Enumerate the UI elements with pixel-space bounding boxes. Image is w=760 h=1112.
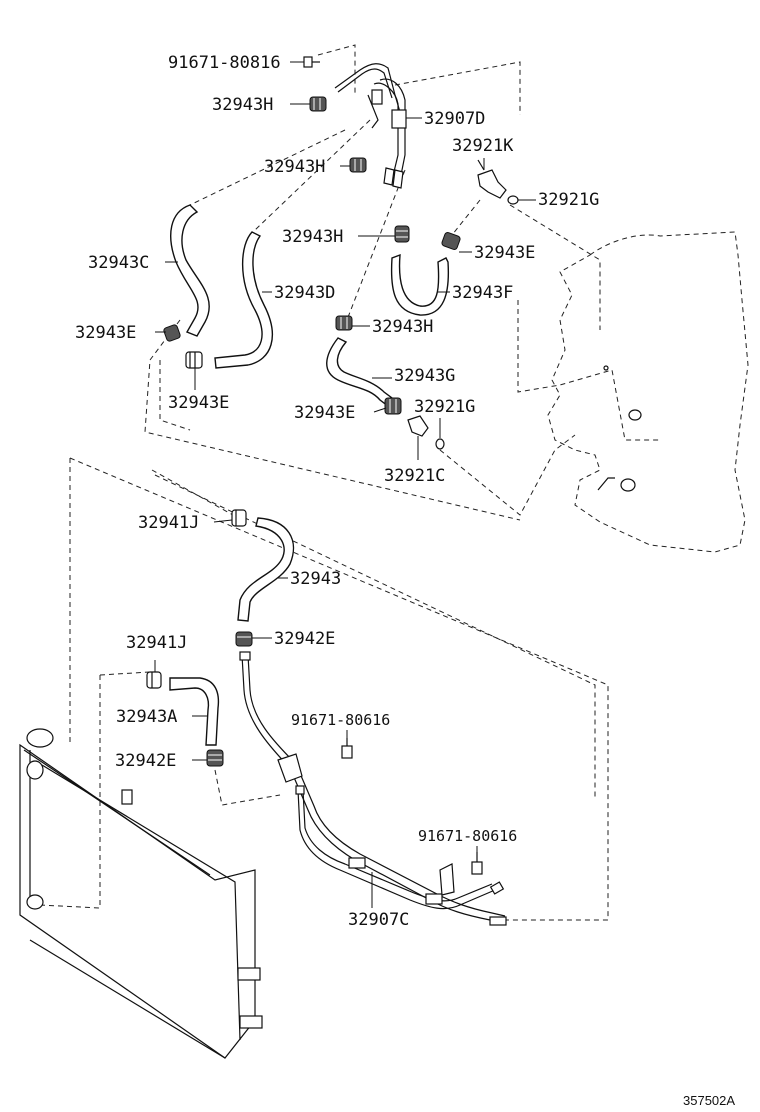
o-ring-32921g-top-icon xyxy=(507,195,519,205)
clamp-32943e-lower-icon xyxy=(384,397,402,415)
clamp-32943h-middle-icon xyxy=(349,157,367,173)
clamp-32943e-lower-left-icon xyxy=(185,351,203,369)
label-32921k: 32921K xyxy=(452,136,514,156)
bolt-91671-80816-icon xyxy=(303,56,320,68)
label-32943e-4: 32943E xyxy=(294,403,355,423)
label-32943g: 32943G xyxy=(394,366,455,386)
fitting-32921c-icon xyxy=(407,415,445,450)
label-32943h-2: 32943H xyxy=(264,157,325,177)
label-32943d: 32943D xyxy=(274,283,335,303)
hose-32943g xyxy=(326,337,393,408)
hose-32943f xyxy=(390,253,450,316)
bolt-91671-80616-lower-icon xyxy=(471,852,483,875)
diagram-code: 357502A xyxy=(683,1093,735,1108)
label-32907c: 32907C xyxy=(348,910,409,930)
label-32943e-3: 32943E xyxy=(168,393,229,413)
label-32941j-1: 32941J xyxy=(138,513,199,533)
radiator xyxy=(19,728,263,1059)
clamp-32943h-top-icon xyxy=(309,96,327,112)
label-32943e-2: 32943E xyxy=(75,323,136,343)
label-32943f: 32943F xyxy=(452,283,513,303)
label-91671-80616-2: 91671-80616 xyxy=(418,827,517,845)
clamp-32941j-top-icon xyxy=(231,509,247,527)
label-32942e-1: 32942E xyxy=(274,629,335,649)
label-32921c: 32921C xyxy=(384,466,445,486)
label-32907d: 32907D xyxy=(424,109,485,129)
part-labels: 91671-80816 32943H 32907D 32921K 32943H … xyxy=(75,53,735,1108)
label-32943e-1: 32943E xyxy=(474,243,535,263)
hose-32943a xyxy=(169,677,220,746)
label-32943a: 32943A xyxy=(116,707,177,727)
clamp-32943h-lower-icon xyxy=(335,315,353,331)
label-32941j-2: 32941J xyxy=(126,633,187,653)
engine-outline xyxy=(547,231,749,553)
label-32943h-3: 32943H xyxy=(282,227,343,247)
clamp-32943e-left-icon xyxy=(163,324,181,342)
leader-lines xyxy=(154,61,536,908)
clamp-32942e-lower-icon xyxy=(206,749,224,767)
pipe-assembly-32907c xyxy=(239,651,507,926)
bolt-91671-80616-upper-icon xyxy=(341,738,353,759)
pipe-assembly-32907d xyxy=(334,63,407,189)
hose-32943 xyxy=(237,517,295,622)
dashed-guide-lines xyxy=(39,44,660,921)
label-32943h-1: 32943H xyxy=(212,95,273,115)
label-32943c: 32943C xyxy=(88,253,149,273)
elbow-32921k-icon xyxy=(477,159,507,199)
clamp-32943e-right-icon xyxy=(441,232,461,250)
label-32943h-4: 32943H xyxy=(372,317,433,337)
label-32942e-2: 32942E xyxy=(115,751,176,771)
label-32921g-1: 32921G xyxy=(538,190,599,210)
label-91671-80816: 91671-80816 xyxy=(168,53,281,73)
clamp-32943h-right-icon xyxy=(394,225,410,243)
label-91671-80616-1: 91671-80616 xyxy=(291,711,390,729)
clamp-32942e-top-icon xyxy=(235,631,253,647)
clamp-32941j-lower-icon xyxy=(146,671,162,689)
hose-32943c xyxy=(170,204,210,337)
label-32943: 32943 xyxy=(290,569,341,589)
label-32921g-2: 32921G xyxy=(414,397,475,417)
hose-32943d xyxy=(214,231,273,369)
